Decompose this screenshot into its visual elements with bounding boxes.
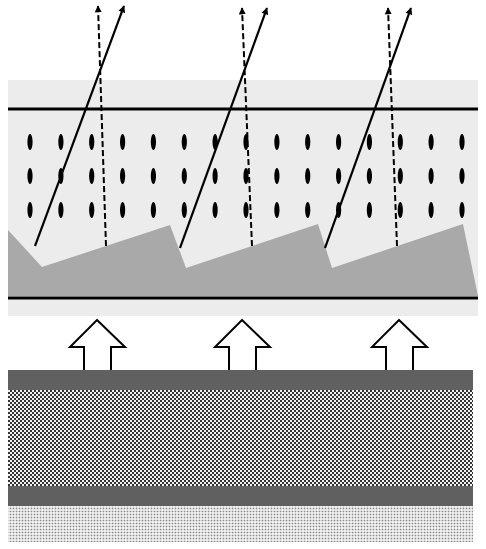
- prism-layer: [8, 224, 478, 296]
- refracted-ray-3: [323, 7, 413, 249]
- lc-molecule: [150, 202, 156, 218]
- lc-molecule: [366, 134, 372, 150]
- lc-molecule: [243, 168, 249, 184]
- lc-molecule: [305, 168, 311, 184]
- lc-molecule: [181, 202, 187, 218]
- lc-molecule: [366, 168, 372, 184]
- backlight-top-layer: [8, 370, 473, 390]
- lc-molecule: [397, 202, 403, 218]
- lc-molecule: [459, 202, 465, 218]
- lc-molecule: [181, 168, 187, 184]
- light-guide-layer: [8, 390, 473, 486]
- lc-molecule: [459, 134, 465, 150]
- light-rays: [33, 5, 413, 249]
- lc-molecule: [428, 134, 434, 150]
- straight-ray-3: [384, 7, 398, 247]
- lc-molecule: [274, 134, 280, 150]
- lc-molecule: [27, 134, 33, 150]
- lc-molecule: [212, 168, 218, 184]
- lc-molecule: [336, 134, 342, 150]
- lc-molecule: [336, 168, 342, 184]
- straight-ray-1: [94, 5, 107, 247]
- up-arrow-icon: [212, 318, 273, 372]
- lc-molecule: [120, 134, 126, 150]
- lc-molecule: [397, 168, 403, 184]
- lc-molecule: [58, 202, 64, 218]
- up-arrow-icon: [369, 318, 430, 372]
- lc-cell: [8, 80, 478, 316]
- straight-ray-2: [238, 7, 253, 247]
- lc-molecule: [120, 202, 126, 218]
- refracted-ray-1: [33, 5, 126, 247]
- lc-molecule: [150, 134, 156, 150]
- backlight-bottom-layer: [8, 486, 473, 506]
- lc-molecule: [212, 202, 218, 218]
- lc-molecule: [181, 134, 187, 150]
- refracted-ray-2: [178, 7, 269, 249]
- lc-molecule: [305, 202, 311, 218]
- lc-molecule: [89, 168, 95, 184]
- lc-molecule: [428, 168, 434, 184]
- lc-molecule: [89, 134, 95, 150]
- reflector-layer: [8, 506, 473, 542]
- lc-molecule: [150, 168, 156, 184]
- lc-molecule: [27, 202, 33, 218]
- lc-molecule: [459, 168, 465, 184]
- lc-molecule: [397, 134, 403, 150]
- lc-molecule: [274, 168, 280, 184]
- backlight-unit: [8, 370, 473, 542]
- lc-molecule: [274, 202, 280, 218]
- lc-molecule: [366, 202, 372, 218]
- lc-molecule: [305, 134, 311, 150]
- lc-molecule: [89, 202, 95, 218]
- up-arrow-icon: [67, 318, 128, 372]
- lc-molecule: [243, 202, 249, 218]
- backlight-arrows: [67, 318, 430, 372]
- lc-molecule: [120, 168, 126, 184]
- lc-molecule: [27, 168, 33, 184]
- lc-molecules: [27, 134, 465, 218]
- lc-molecule: [428, 202, 434, 218]
- lc-molecule: [58, 134, 64, 150]
